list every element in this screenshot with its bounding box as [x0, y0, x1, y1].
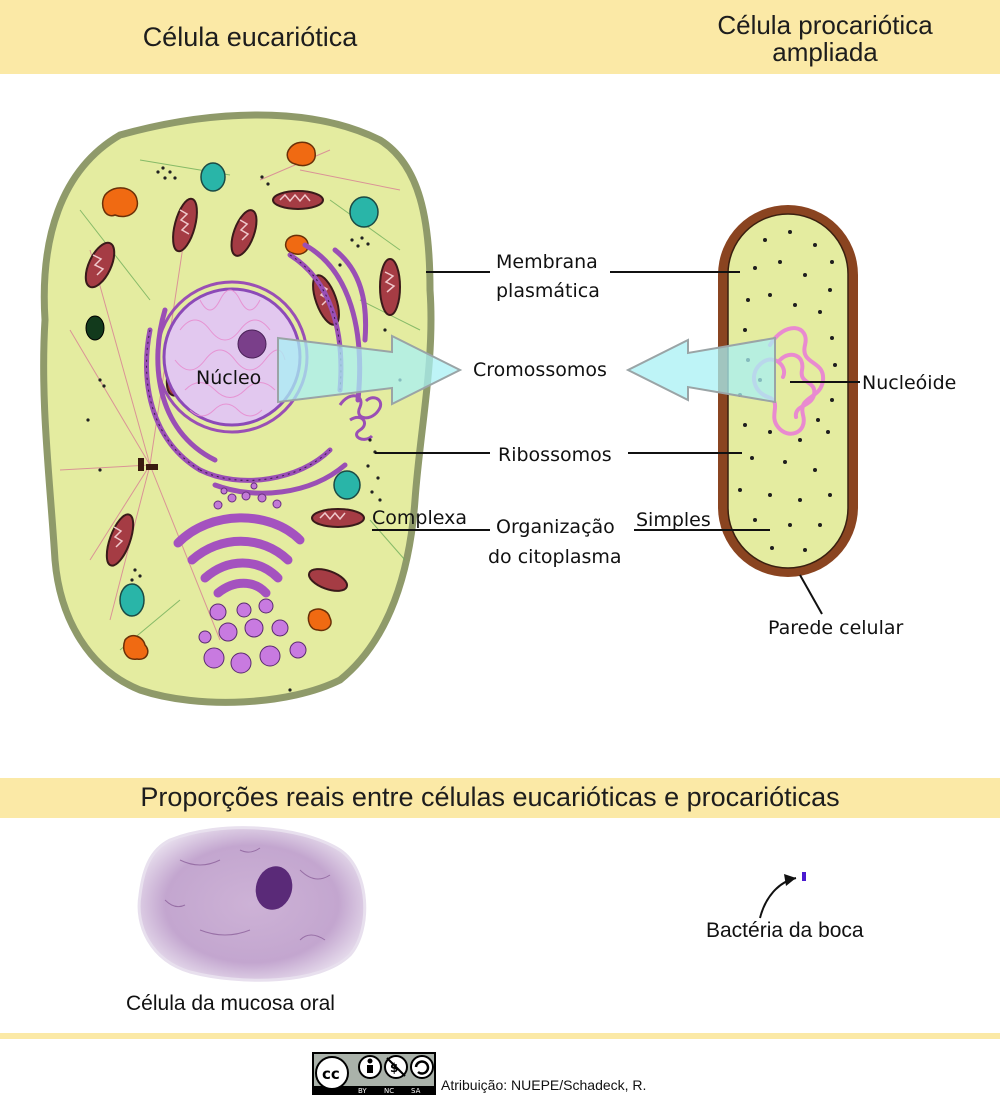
- header-band-top: [0, 0, 1000, 74]
- arrow-right: [277, 334, 463, 406]
- header-band-proportions: [0, 778, 1000, 818]
- cc-sa-text: SA: [411, 1087, 421, 1095]
- attribution-text: Atribuição: NUEPE/Schadeck, R.: [441, 1077, 646, 1093]
- simple-label: Simples: [636, 509, 711, 531]
- proportions-title: Proporções reais entre células eucarióti…: [140, 782, 840, 812]
- nucleolus: [237, 329, 267, 359]
- membrane-label-line2: plasmática: [496, 280, 600, 302]
- membrane-label-line1: Membrana: [496, 251, 598, 273]
- bacteria-pointer-arrow: [759, 877, 797, 919]
- chromosome-arrows: [277, 334, 776, 406]
- prokaryote-title-line1: Célula procariótica: [717, 10, 933, 40]
- chromosomes-label: Cromossomos: [473, 359, 607, 381]
- svg-text:$: $: [390, 1061, 398, 1075]
- cc-icon: cc: [322, 1065, 340, 1083]
- mouth-bacteria-label: Bactéria da boca: [706, 919, 864, 942]
- ribosomes-label: Ribossomos: [498, 444, 612, 466]
- mouth-bacteria-marker: [802, 872, 806, 881]
- oral-cell-label: Célula da mucosa oral: [126, 992, 335, 1015]
- cc-nc-text: NC: [384, 1087, 394, 1095]
- prokaryote-title-line2: ampliada: [772, 37, 878, 67]
- organization-label-line1: Organização: [496, 516, 615, 538]
- complex-label: Complexa: [372, 507, 467, 529]
- eukaryotic-cell: Núcleo: [40, 111, 435, 706]
- leader-lines: [372, 271, 860, 615]
- oral-cell-nucleus: [255, 866, 293, 910]
- eukaryote-title: Célula eucariótica: [142, 22, 358, 52]
- arrow-left: [625, 336, 776, 404]
- organization-label-line2: do citoplasma: [488, 546, 622, 568]
- nucleoid-label: Nucleóide: [862, 372, 956, 394]
- oral-cell: [137, 826, 367, 982]
- cc-license-badge: cc $ BY NC SA: [312, 1052, 436, 1095]
- footer-divider: [0, 1033, 1000, 1039]
- prokaryotic-cell: [718, 205, 858, 577]
- nucleus-label: Núcleo: [196, 367, 261, 389]
- cc-by-text: BY: [358, 1087, 367, 1095]
- cell-wall-label: Parede celular: [768, 617, 903, 639]
